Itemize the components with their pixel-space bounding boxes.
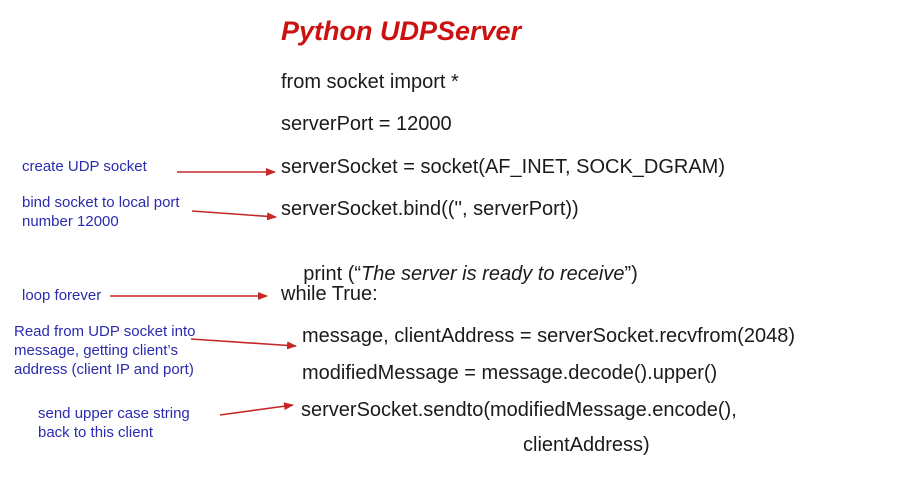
code-line-sendto-continuation: clientAddress) <box>523 434 650 456</box>
print-suffix: ”) <box>624 263 638 285</box>
arrow-bind-socket <box>191 210 277 221</box>
slide-title: Python UDPServer <box>281 16 522 46</box>
code-line-decode-upper: modifiedMessage = message.decode().upper… <box>302 362 718 384</box>
code-line-bind: serverSocket.bind(('', serverPort)) <box>281 198 579 220</box>
print-prefix: print (“ <box>303 263 362 285</box>
code-line-import: from socket import * <box>281 71 459 93</box>
arrow-send-back <box>219 402 294 416</box>
annotation-read-socket: Read from UDP socket into message, getti… <box>14 323 196 378</box>
annotation-bind-socket: bind socket to local port number 12000 <box>22 194 180 230</box>
code-line-recvfrom: message, clientAddress = serverSocket.re… <box>302 325 795 347</box>
annotation-create-udp-socket: create UDP socket <box>22 158 147 175</box>
annotation-loop-forever: loop forever <box>22 287 102 304</box>
code-line-server-port: serverPort = 12000 <box>281 113 452 135</box>
code-line-create-socket: serverSocket = socket(AF_INET, SOCK_DGRA… <box>281 156 726 178</box>
code-line-while: while True: <box>281 283 378 305</box>
arrow-read-socket <box>190 338 297 350</box>
print-quoted-text: The server is ready to receive <box>361 263 625 285</box>
annotation-send-back: send upper case string back to this clie… <box>38 405 190 441</box>
code-line-sendto: serverSocket.sendto(modifiedMessage.enco… <box>301 399 737 421</box>
code-line-print: print (“The server is ready to receive”) <box>281 240 638 309</box>
